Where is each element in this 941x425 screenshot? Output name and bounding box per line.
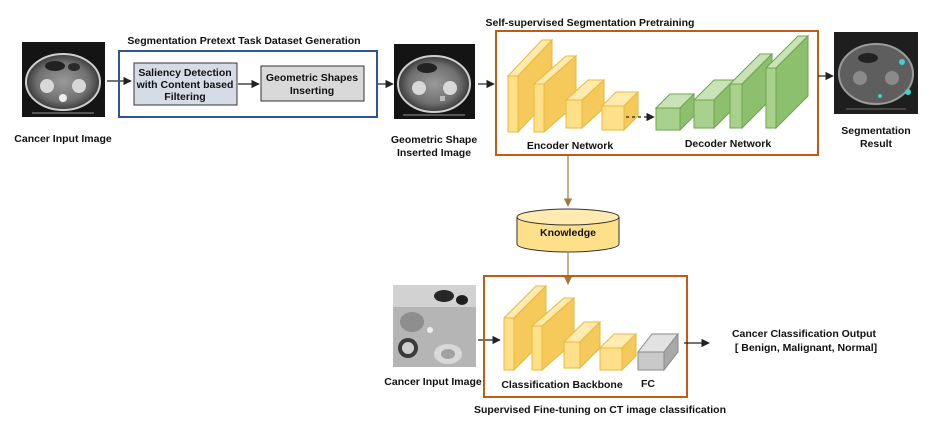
encoder-network-label: Encoder Network — [527, 140, 614, 152]
ct-scan-image-shape-inserted — [394, 44, 475, 119]
classification-output-label-1: Cancer Classification Output — [732, 328, 877, 340]
cancer-input-label-bottom: Cancer Input Image — [384, 376, 482, 388]
saliency-label-3: Filtering — [164, 91, 205, 103]
shape-inserted-label-1: Geometric Shape — [391, 134, 478, 146]
saliency-label-2: with Content based — [136, 79, 234, 91]
classification-backbone-label: Classification Backbone — [501, 379, 623, 391]
seg-result-label-1: Segmentation — [841, 125, 910, 137]
knowledge-label: Knowledge — [540, 227, 596, 239]
database-cylinder-icon — [516, 208, 620, 253]
decoder-block-4 — [764, 34, 810, 130]
saliency-detection-box — [133, 62, 238, 106]
shapes-label-2: Inserting — [290, 85, 334, 97]
shape-inserted-label-2: Inserted Image — [397, 147, 471, 159]
shapes-label-1: Geometric Shapes — [266, 72, 358, 84]
geometric-shapes-box — [260, 65, 365, 102]
ct-scan-image-input — [22, 42, 105, 117]
ssl-title: Self-supervised Segmentation Pretraining — [486, 17, 695, 29]
saliency-label-1: Saliency Detection — [138, 67, 231, 79]
ct-scan-image-seg-result — [834, 32, 918, 114]
decoder-network-label: Decoder Network — [685, 138, 772, 150]
decoder-block-3 — [728, 52, 774, 130]
encoder-block-4 — [600, 90, 640, 132]
classification-output-label-2: [ Benign, Malignant, Normal] — [735, 342, 877, 354]
decoder-block-1 — [654, 92, 696, 132]
pretext-task-container — [118, 50, 378, 118]
classification-container — [483, 275, 688, 398]
fc-layer-block — [636, 332, 680, 372]
decoder-block-2 — [692, 78, 736, 130]
seg-result-label-2: Result — [860, 138, 893, 150]
backbone-block-4 — [598, 332, 638, 372]
ssl-container — [495, 30, 819, 156]
cancer-input-label-top: Cancer Input Image — [14, 133, 112, 145]
encoder-block-3 — [564, 78, 606, 130]
finetune-title: Supervised Fine-tuning on CT image class… — [474, 404, 726, 416]
ct-scan-crop-image — [393, 285, 476, 367]
fc-label: FC — [641, 378, 655, 390]
pretext-task-title: Segmentation Pretext Task Dataset Genera… — [127, 35, 360, 47]
